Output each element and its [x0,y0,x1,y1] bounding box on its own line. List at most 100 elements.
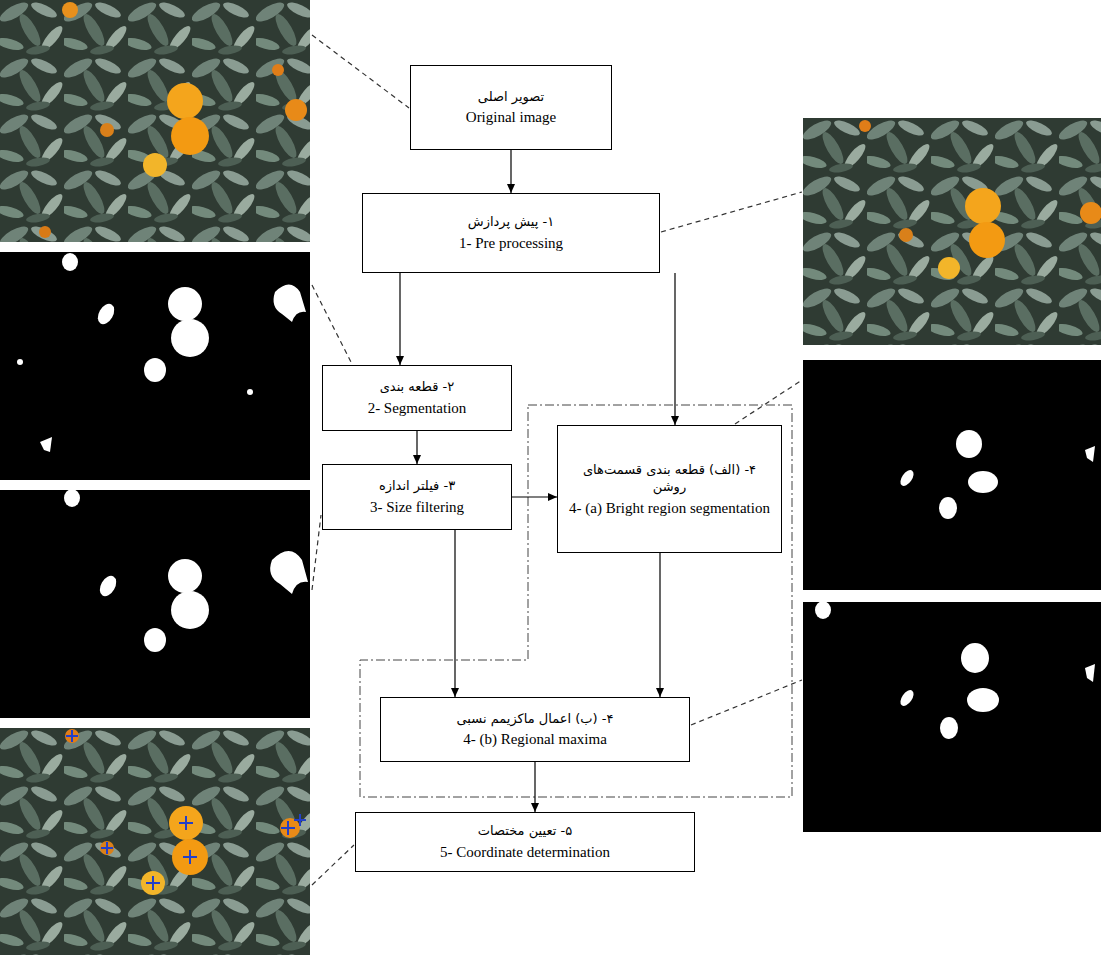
illustration-part [272,64,284,76]
result-photo [0,728,310,955]
illustration-part [312,285,352,364]
illustration-part [898,430,1095,519]
process-box: ۲- قطعه بندی2- Segmentation [322,365,512,431]
leader-lines [312,35,802,885]
illustration-part [143,153,167,177]
flow-arrow [656,553,664,697]
illustration-part [17,253,306,452]
illustration-part [100,841,114,855]
illustration-part [169,806,203,840]
illustration-part [171,591,209,629]
illustration-part [171,117,209,155]
illustration-part [803,118,1101,345]
persian-label: ۴- (ب) اعمال ماکزیمم نسبی [457,710,614,728]
illustration-part [146,876,160,890]
arrow-line [659,553,660,697]
illustration-part [168,287,202,321]
illustration-part [956,430,982,458]
illustration-part [312,35,409,108]
preprocessed-photo [803,118,1101,345]
illustration-part [144,628,166,652]
persian-label: ۱- پیش پردازش [468,213,554,231]
illustration-part [1085,664,1095,682]
arrow-head [656,688,664,697]
arrow-head [396,356,404,365]
arrow-line [454,530,455,697]
arrow-head [671,416,679,425]
arrow-head [531,803,539,812]
persian-label: ۲- قطعه بندی [380,378,455,396]
arrow-head [413,455,421,464]
illustration-part [965,188,1001,224]
illustration-part [183,850,197,864]
illustration-part [940,717,958,739]
flow-arrow [396,273,404,365]
segmentation-mask [0,252,310,480]
illustration-part [281,821,295,835]
illustration-part [312,845,354,885]
illustration-part [141,871,165,895]
illustration-part [0,252,310,480]
arrow-head [548,493,557,501]
illustration-part [969,222,1005,258]
arrow-line [674,273,675,425]
process-box: ۴- (ب) اعمال ماکزیمم نسبی 4- (b) Regional… [380,697,690,762]
illustration-part [94,301,117,327]
illustration-part [735,380,802,424]
illustration-part [17,359,23,365]
illustration-part [859,120,871,132]
illustration-part [1080,202,1101,224]
illustration-part [167,83,203,119]
illustration-part [898,468,917,488]
illustration-part [171,319,209,357]
illustration-part [803,360,1101,590]
illustration-part [247,389,253,395]
english-label: 4- (b) Regional maxima [463,730,607,749]
illustration-part [64,489,80,507]
illustration-part [803,602,1101,832]
english-label: 1- Pre processing [459,234,563,253]
illustration-part [815,601,1095,739]
arrow-head [507,184,515,193]
english-label: 4- (a) Bright region segmentation [569,499,770,518]
illustration-part [168,559,202,593]
english-label: 5- Coordinate determination [440,843,610,862]
process-box: ۱- پیش پردازش 1- Pre processing [362,193,660,273]
illustration-part [62,2,78,18]
illustration-part [144,358,166,382]
illustration-part [285,99,307,121]
illustration-part [898,688,917,708]
orchard-photo [0,0,310,242]
filtered-mask [0,489,310,718]
illustration-part [270,551,308,594]
illustration-part [172,839,208,875]
persian-label: ۵- تعیین مختصات [478,822,572,840]
illustration-part [815,601,831,619]
illustration-part [0,490,310,718]
illustration-part [66,730,306,890]
illustration-part [961,643,989,673]
illustration-part [66,730,78,742]
regional-maxima-mask [803,601,1101,832]
flow-arrow [512,493,557,501]
flow-arrow [507,150,515,193]
process-box: ۳- فیلتر اندازه3- Size filtering [322,464,512,530]
bright-region-mask [803,360,1101,590]
process-box: تصویر اصلیOriginal image [410,65,612,150]
illustration-part [179,816,193,830]
illustration-part [40,437,52,452]
persian-label: ۳- فیلتر اندازه [379,477,455,495]
illustration-part [0,728,310,955]
persian-label: ۴- (الف) قطعه بندی قسمت‌های روشن [566,461,773,496]
illustration-part [1085,446,1095,462]
illustration-part [101,842,113,854]
arrow-head [451,688,459,697]
flow-arrow [531,762,539,812]
illustration-part [274,285,306,323]
illustration-part [938,257,960,279]
illustration-part [294,814,306,826]
flow-arrow [413,431,421,464]
illustration-part [62,253,78,271]
arrow-line [399,273,400,365]
